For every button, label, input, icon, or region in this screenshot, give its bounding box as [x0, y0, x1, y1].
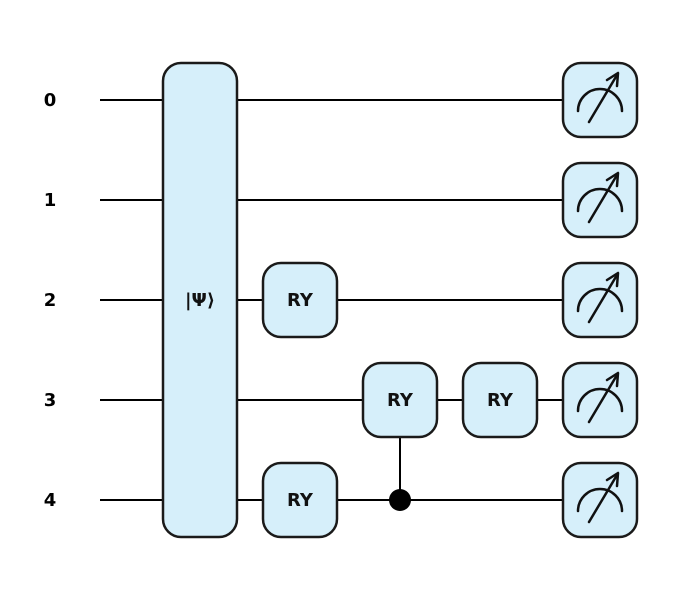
- measure-box: [561, 261, 639, 339]
- controlled-ry: [389, 436, 411, 511]
- meter-icon: [576, 471, 624, 524]
- ry-gate-q3-second: RY: [461, 361, 539, 439]
- meter-icon: [576, 271, 624, 324]
- measure-gate-1: [561, 161, 639, 239]
- meter-icon: [576, 371, 624, 424]
- measure-gate-4: [561, 461, 639, 539]
- gate-box: [261, 461, 339, 539]
- control-dot: [389, 489, 411, 511]
- gate-box: [461, 361, 539, 439]
- measurements: [561, 61, 639, 539]
- qubit-label-3: 3: [44, 390, 57, 411]
- measure-box: [561, 161, 639, 239]
- gate-label: RY: [287, 490, 314, 511]
- gate-label: RY: [487, 390, 514, 411]
- measure-box: [561, 361, 639, 439]
- state-prep-gate: |Ψ⟩: [161, 61, 239, 539]
- measure-gate-2: [561, 261, 639, 339]
- qubit-label-4: 4: [44, 490, 57, 511]
- state-prep-box: [161, 61, 239, 539]
- meter-icon: [576, 171, 624, 224]
- gate-label: RY: [387, 390, 414, 411]
- measure-box: [561, 461, 639, 539]
- ry-gate-q2: RY: [261, 261, 339, 339]
- qubit-label-1: 1: [44, 190, 57, 211]
- measure-gate-3: [561, 361, 639, 439]
- gate-label: RY: [287, 290, 314, 311]
- qubit-label-0: 0: [44, 90, 57, 111]
- measure-gate-0: [561, 61, 639, 139]
- qubit-labels: 0 1 2 3 4: [44, 90, 57, 511]
- ry-gate-q4: RY: [261, 461, 339, 539]
- qubit-label-2: 2: [44, 290, 57, 311]
- cry-gate-q3: RY: [361, 361, 439, 439]
- meter-icon: [576, 71, 624, 124]
- measure-box: [561, 61, 639, 139]
- gate-box: [361, 361, 439, 439]
- state-prep-label: |Ψ⟩: [185, 290, 215, 311]
- gate-box: [261, 261, 339, 339]
